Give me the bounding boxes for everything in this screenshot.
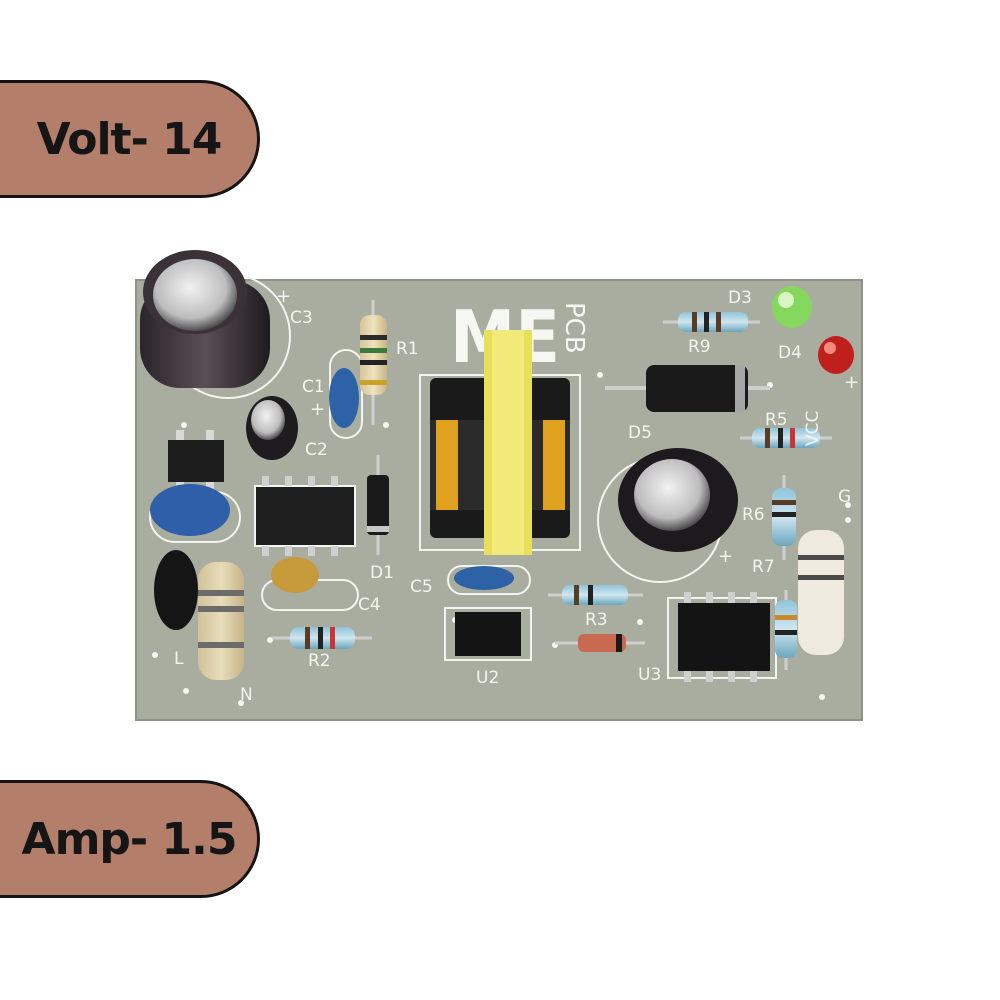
label-c4: C4 (358, 595, 381, 615)
label-g: G (838, 487, 851, 507)
diode-d1 (367, 455, 389, 555)
label-r5: R5 (765, 410, 788, 430)
amp-badge: Amp- 1.5 (0, 780, 260, 898)
svg-text:+: + (310, 399, 325, 420)
volt-badge: Volt- 14 (0, 80, 260, 198)
resistor-r2 (272, 627, 372, 649)
svg-text:+: + (844, 372, 859, 393)
capacitor-output (597, 448, 738, 583)
ic-u1 (254, 476, 356, 556)
label-c1: C1 (302, 377, 325, 397)
resistor-r3 (548, 585, 643, 605)
diode-d5 (605, 365, 770, 412)
label-u3: U3 (638, 665, 661, 685)
varistor-black (154, 550, 198, 630)
label-n: N (240, 685, 253, 705)
capacitor-c3 (140, 250, 291, 399)
logo-pcb: PCB (559, 302, 589, 354)
capacitor-c4 (261, 557, 359, 611)
capacitor-c2 (246, 396, 298, 460)
label-d1: D1 (370, 563, 394, 583)
label-r9: R9 (688, 337, 711, 357)
label-c5: C5 (410, 577, 433, 597)
label-r7: R7 (752, 557, 775, 577)
resistor-r9 (663, 312, 760, 332)
label-r1: R1 (396, 339, 419, 359)
label-c2: C2 (305, 440, 328, 460)
ic-u3 (667, 592, 777, 682)
resistor-r1 (360, 300, 387, 425)
amp-label: Amp- 1.5 (21, 813, 238, 865)
via-dots (152, 372, 851, 706)
label-r2: R2 (308, 651, 331, 671)
label-vcc: VCC (803, 411, 823, 446)
svg-text:+: + (718, 546, 733, 567)
label-r6: R6 (742, 505, 765, 525)
transformer (419, 330, 581, 555)
label-d3: D3 (728, 288, 752, 308)
resistor-fuse (198, 562, 244, 680)
label-u2: U2 (476, 668, 499, 688)
volt-label: Volt- 14 (36, 113, 223, 165)
resistor-r7 (798, 530, 844, 655)
capacitor-x2-blue (149, 484, 241, 543)
diode-zener (555, 634, 645, 652)
ic-u2 (444, 607, 532, 661)
capacitor-c1 (329, 349, 363, 439)
capacitor-c5 (447, 565, 531, 595)
resistor-r6 (772, 475, 796, 560)
svg-text:+: + (276, 286, 291, 307)
label-l: L (174, 649, 184, 669)
resistor-r8 (775, 590, 797, 670)
label-d4: D4 (778, 343, 802, 363)
resistor-r5 (740, 428, 832, 448)
label-c3: C3 (290, 308, 313, 328)
label-r3: R3 (585, 610, 608, 630)
label-d5: D5 (628, 423, 652, 443)
led-d4 (818, 336, 854, 374)
led-d3 (772, 286, 812, 328)
